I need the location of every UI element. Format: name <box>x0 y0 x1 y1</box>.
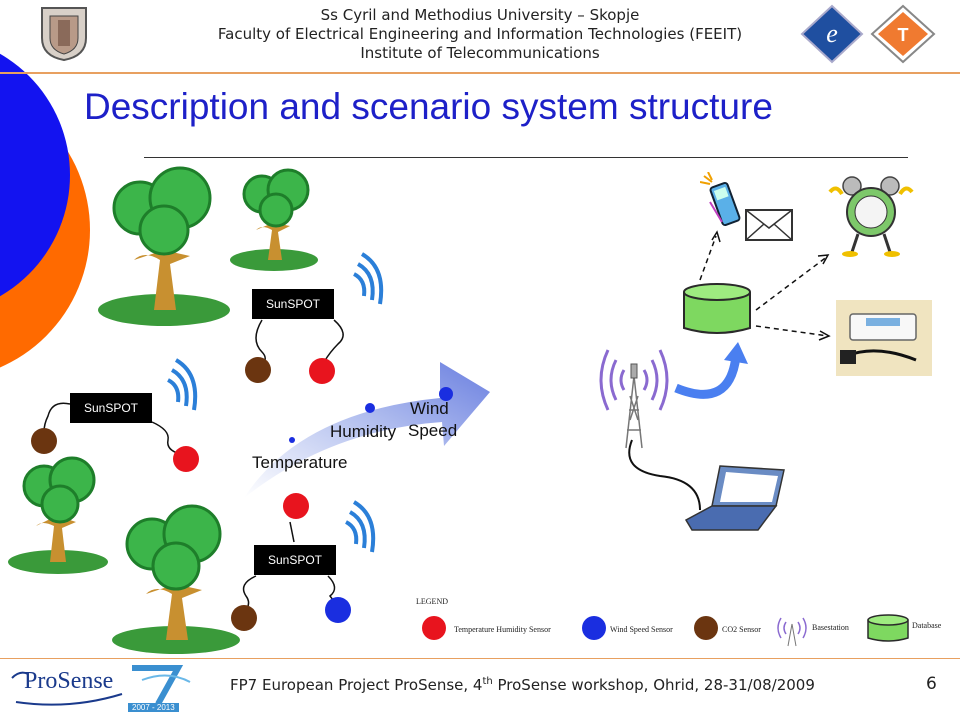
prosense-swoosh-icon <box>11 671 123 706</box>
sensor-device-photo <box>836 300 932 376</box>
legend-temperature-humidity-icon <box>422 616 446 640</box>
wireless-signal-icon <box>352 252 384 305</box>
sunspot-device: SunSPOT <box>70 393 152 423</box>
wireless-signal-icon <box>166 358 198 411</box>
footer-text: FP7 European Project ProSense, 4th ProSe… <box>230 676 815 694</box>
laptop-icon <box>684 465 785 531</box>
tree-icon <box>8 456 108 574</box>
wind-label: Wind <box>410 399 449 418</box>
page-title: Description and scenario system structur… <box>84 86 773 127</box>
legend-antenna-icon <box>777 617 807 647</box>
mobile-phone-icon <box>700 172 741 227</box>
basestation-antenna-icon <box>599 349 669 449</box>
speed-label: Speed <box>408 421 458 440</box>
temperature-humidity-sensor-dot <box>283 493 309 519</box>
legend-item-temperature-humidity: Temperature Humidity Sensor <box>454 625 551 634</box>
decorative-circles <box>0 53 90 368</box>
legend-item-basestation: Basestation <box>812 623 849 632</box>
alarm-clock-icon <box>828 176 914 257</box>
legend-item-wind-speed: Wind Speed Sensor <box>610 625 673 634</box>
co2-sensor-dot <box>231 605 257 631</box>
database-icon <box>683 283 751 334</box>
co2-sensor-dot <box>245 357 271 383</box>
page-number: 6 <box>926 674 937 694</box>
co2-sensor-dot <box>31 428 57 454</box>
feeit-logo-icon: e <box>800 4 864 64</box>
prosense-logo: ProSense <box>24 668 114 694</box>
fp7-years: 2007 - 2013 <box>128 703 179 712</box>
faculty-name: Faculty of Electrical Engineering and In… <box>217 25 743 43</box>
svg-text:T: T <box>898 25 909 45</box>
wind-speed-sensor-dot <box>325 597 351 623</box>
wireless-signal-icon <box>344 500 376 553</box>
legend-item-database: Database <box>912 621 942 630</box>
institute-name: Institute of Telecommunications <box>360 44 600 62</box>
tree-icon <box>98 166 230 326</box>
legend-wind-speed-icon <box>582 616 606 640</box>
humidity-label: Humidity <box>330 422 397 441</box>
data-flow-arrow <box>244 362 490 498</box>
legend-co2-icon <box>694 616 718 640</box>
title-underline <box>144 157 908 158</box>
footer-divider <box>0 658 960 659</box>
tree-icon <box>112 504 240 654</box>
legend-icons <box>422 614 909 647</box>
legend-item-co2: CO2 Sensor <box>722 625 761 634</box>
temperature-humidity-sensor-dot <box>173 446 199 472</box>
temperature-label: Temperature <box>252 453 348 472</box>
telecom-logo-icon: T <box>870 4 936 64</box>
sunspot-device: SunSPOT <box>252 289 334 319</box>
temperature-humidity-sensor-dot <box>309 358 335 384</box>
header-text: Ss Cyril and Methodius University – Skop… <box>150 6 810 63</box>
svg-text:e: e <box>826 19 838 48</box>
university-seal-icon <box>41 7 87 62</box>
sunspot-device: SunSPOT <box>254 545 336 575</box>
legend-database-icon <box>867 614 909 642</box>
tree-icon <box>230 168 318 271</box>
header-divider <box>0 72 960 74</box>
legend-title: LEGEND <box>416 597 448 606</box>
university-name: Ss Cyril and Methodius University – Skop… <box>320 6 640 24</box>
fp7-logo-icon <box>132 665 191 704</box>
envelope-icon <box>745 209 793 241</box>
